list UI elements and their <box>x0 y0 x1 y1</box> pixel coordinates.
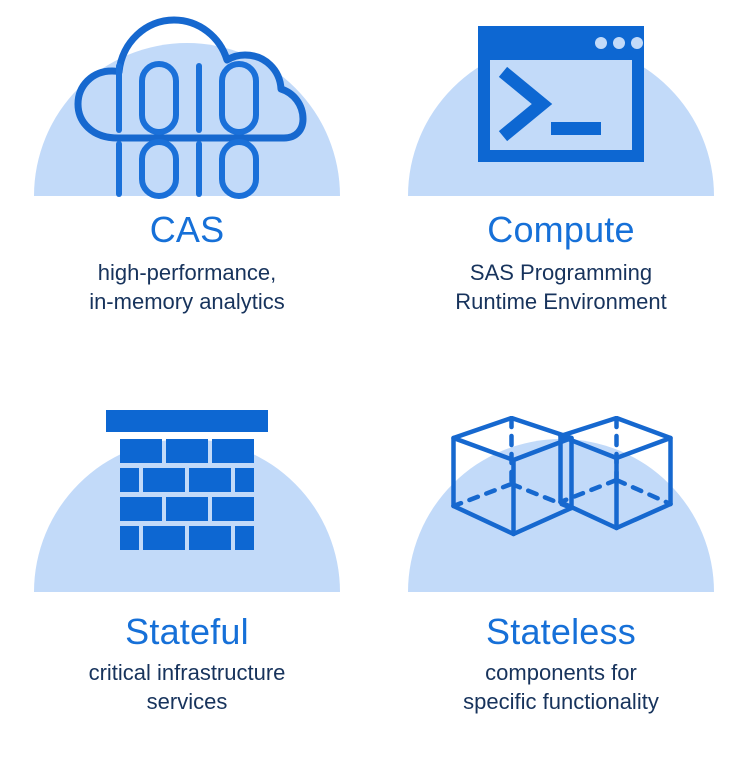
brick-wall-icon <box>106 410 268 550</box>
stateless-text-zone: Stateless components for specific functi… <box>374 596 748 716</box>
card-subtitle: SAS Programming Runtime Environment <box>455 260 667 314</box>
card-subtitle: components for specific functionality <box>463 660 659 714</box>
cas-text-zone: CAS high-performance, in-memory analytic… <box>0 200 374 316</box>
wireframe-cubes-icon <box>451 416 673 537</box>
card-compute: Compute SAS Programming Runtime Environm… <box>374 0 748 380</box>
card-title: Stateless <box>486 611 636 652</box>
compute-text-zone: Compute SAS Programming Runtime Environm… <box>374 200 748 316</box>
card-subtitle: high-performance, in-memory analytics <box>89 260 285 314</box>
terminal-window-icon <box>478 26 644 162</box>
card-cas: CAS high-performance, in-memory analytic… <box>0 0 374 380</box>
compute-icon-zone <box>374 0 748 200</box>
card-stateless: Stateless components for specific functi… <box>374 380 748 757</box>
card-subtitle: critical infrastructure services <box>88 660 286 714</box>
card-title: CAS <box>149 209 225 250</box>
cloud-binary-icon <box>74 16 307 199</box>
stateful-icon-zone <box>0 380 374 596</box>
card-title: Compute <box>487 209 635 250</box>
card-stateful: Stateful critical infrastructure service… <box>0 380 374 757</box>
stateful-text-zone: Stateful critical infrastructure service… <box>0 596 374 716</box>
cas-icon-zone <box>0 0 374 200</box>
stateless-icon-zone <box>374 380 748 596</box>
card-title: Stateful <box>125 611 249 652</box>
